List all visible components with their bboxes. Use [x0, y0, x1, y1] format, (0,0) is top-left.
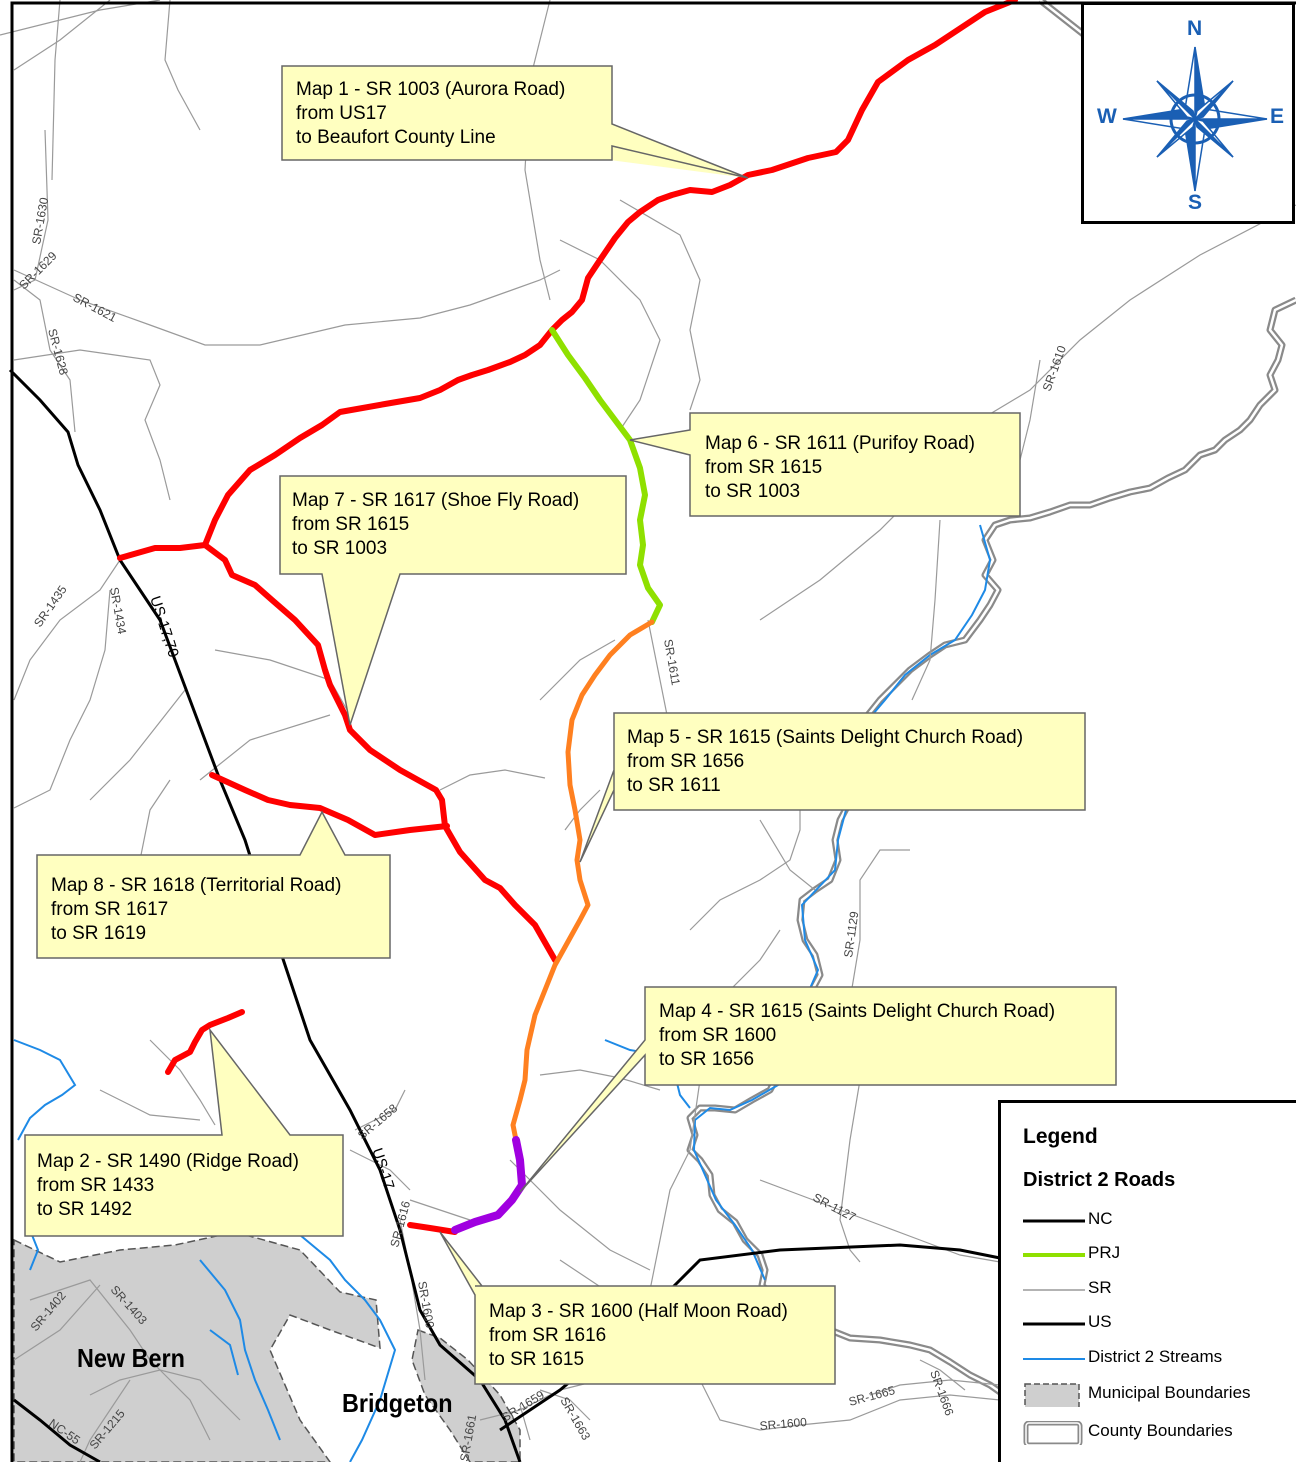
place-new-bern: New Bern	[77, 1343, 185, 1373]
compass-rose: N S W E	[1081, 2, 1295, 224]
callout-map5-box	[579, 712, 1086, 863]
callout-map7-line1: Map 7 - SR 1617 (Shoe Fly Road)	[292, 490, 580, 511]
callout-map3-line3: to SR 1615	[489, 1349, 585, 1370]
callout-map6-line3: to SR 1003	[705, 481, 801, 502]
project-road-green	[549, 327, 663, 625]
label-us1770: US-17,70	[146, 594, 182, 660]
callout-map3-box	[439, 1231, 836, 1385]
callout-map1: Map 1 - SR 1003 (Aurora Road) from US17 …	[296, 78, 565, 150]
callout-map2-line3: to SR 1492	[37, 1199, 133, 1220]
legend-item-us: US	[1023, 1308, 1293, 1338]
compass-west-label: W	[1097, 105, 1117, 128]
legend: Legend District 2 Roads NC PRJ SR US Dis…	[998, 1100, 1296, 1462]
label-sr1629: SR-1629	[16, 249, 60, 293]
callout-map4-line1: Map 4 - SR 1615 (Saints Delight Church R…	[659, 1001, 1056, 1022]
legend-county-symbol	[1023, 1421, 1083, 1445]
callout-map8-line1: Map 8 - SR 1618 (Territorial Road)	[51, 875, 342, 896]
callout-map5-line3: to SR 1611	[627, 775, 721, 796]
callout-map2-line1: Map 2 - SR 1490 (Ridge Road)	[37, 1151, 299, 1172]
legend-municipal-label: Municipal Boundaries	[1088, 1383, 1251, 1402]
legend-streams-label: District 2 Streams	[1088, 1347, 1223, 1366]
callout-map5-line2: from SR 1656	[627, 751, 745, 772]
legend-title: Legend	[1023, 1125, 1098, 1148]
callout-map2-box	[24, 1027, 344, 1237]
municipal-boundary-new-bern	[13, 1231, 381, 1462]
callout-map8-box	[36, 810, 391, 959]
label-sr1658: SR-1658	[355, 1101, 401, 1142]
legend-nc-label: NC	[1088, 1209, 1113, 1228]
legend-item-county: County Boundaries	[1023, 1417, 1293, 1447]
legend-subtitle: District 2 Roads	[1023, 1169, 1176, 1191]
legend-item-sr: SR	[1023, 1274, 1293, 1304]
map-frame	[10, 1, 1296, 1462]
place-bridgeton: Bridgeton	[342, 1388, 453, 1418]
label-sr1610: SR-1610	[1040, 343, 1069, 393]
label-us17: US-17	[368, 1146, 397, 1192]
legend-us-label: US	[1088, 1312, 1112, 1331]
callout-map2: Map 2 - SR 1490 (Ridge Road) from SR 143…	[37, 1150, 299, 1222]
callout-map6-box	[629, 412, 1021, 517]
callout-map6-line2: from SR 1615	[705, 457, 823, 478]
callout-map4-line2: from SR 1600	[659, 1025, 777, 1046]
callout-map4-box	[519, 986, 1117, 1193]
legend-item-nc: NC	[1023, 1205, 1293, 1235]
callout-map1-line2: from US17	[296, 103, 387, 124]
legend-item-streams: District 2 Streams	[1023, 1343, 1293, 1373]
compass-east-label: E	[1270, 105, 1285, 128]
callout-map3-line1: Map 3 - SR 1600 (Half Moon Road)	[489, 1301, 788, 1322]
callout-map2-line2: from SR 1433	[37, 1175, 155, 1196]
legend-county-label: County Boundaries	[1088, 1421, 1233, 1440]
callout-map6: Map 6 - SR 1611 (Purifoy Road) from SR 1…	[705, 432, 975, 504]
callout-map6-line1: Map 6 - SR 1611 (Purifoy Road)	[705, 433, 975, 454]
callout-map8: Map 8 - SR 1618 (Territorial Road) from …	[51, 874, 341, 946]
callout-map1-line3: to Beaufort County Line	[296, 127, 496, 148]
label-sr1621: SR-1621	[71, 290, 120, 325]
compass-south-label: S	[1188, 191, 1203, 214]
callout-map7-line2: from SR 1615	[292, 514, 410, 535]
project-road-orange	[510, 619, 655, 1143]
label-sr1611: SR-1611	[661, 638, 683, 687]
label-sr1666: SR-1666	[927, 1368, 956, 1418]
callout-map7-line3: to SR 1003	[292, 538, 388, 559]
callout-map1-box	[281, 65, 749, 179]
label-sr1600-b: SR-1600	[759, 1415, 808, 1433]
legend-municipal-symbol	[1024, 1383, 1080, 1407]
label-sr1434: SR-1434	[107, 586, 129, 635]
callout-map5: Map 5 - SR 1615 (Saints Delight Church R…	[627, 726, 1023, 798]
callout-map1-line1: Map 1 - SR 1003 (Aurora Road)	[296, 79, 566, 100]
project-roads-red	[117, 0, 1018, 1235]
municipal-boundary-bridgeton	[411, 1328, 521, 1462]
callout-map3-line2: from SR 1616	[489, 1325, 607, 1346]
label-sr1659: SR-1659	[499, 1387, 547, 1424]
callout-map4-line3: to SR 1656	[659, 1049, 755, 1070]
callout-map7: Map 7 - SR 1617 (Shoe Fly Road) from SR …	[292, 489, 579, 561]
legend-nc-symbol	[1023, 1219, 1085, 1223]
callout-map4: Map 4 - SR 1615 (Saints Delight Church R…	[659, 1000, 1055, 1072]
label-sr1435: SR-1435	[31, 583, 70, 630]
legend-sr-label: SR	[1088, 1278, 1112, 1297]
streams	[13, 524, 992, 1462]
callout-map8-line3: to SR 1619	[51, 923, 147, 944]
legend-us-symbol	[1023, 1322, 1085, 1326]
label-sr1127: SR-1127	[811, 1190, 859, 1224]
project-road-purple	[451, 1136, 526, 1234]
compass-star-icon	[1122, 46, 1268, 192]
callout-map3: Map 3 - SR 1600 (Half Moon Road) from SR…	[489, 1300, 788, 1372]
callouts	[24, 65, 1117, 1385]
callout-map7-box	[279, 475, 627, 726]
callout-map5-line1: Map 5 - SR 1615 (Saints Delight Church R…	[627, 727, 1024, 748]
legend-streams-symbol	[1023, 1358, 1085, 1360]
legend-item-prj: PRJ	[1023, 1239, 1293, 1269]
legend-item-municipal: Municipal Boundaries	[1023, 1379, 1293, 1409]
legend-sr-symbol	[1023, 1289, 1085, 1291]
label-sr1665: SR-1665	[847, 1383, 897, 1409]
callout-map8-line2: from SR 1617	[51, 899, 169, 920]
legend-prj-label: PRJ	[1088, 1243, 1121, 1262]
label-sr1129: SR-1129	[841, 910, 861, 958]
compass-north-label: N	[1187, 17, 1203, 40]
legend-prj-symbol	[1023, 1253, 1085, 1257]
